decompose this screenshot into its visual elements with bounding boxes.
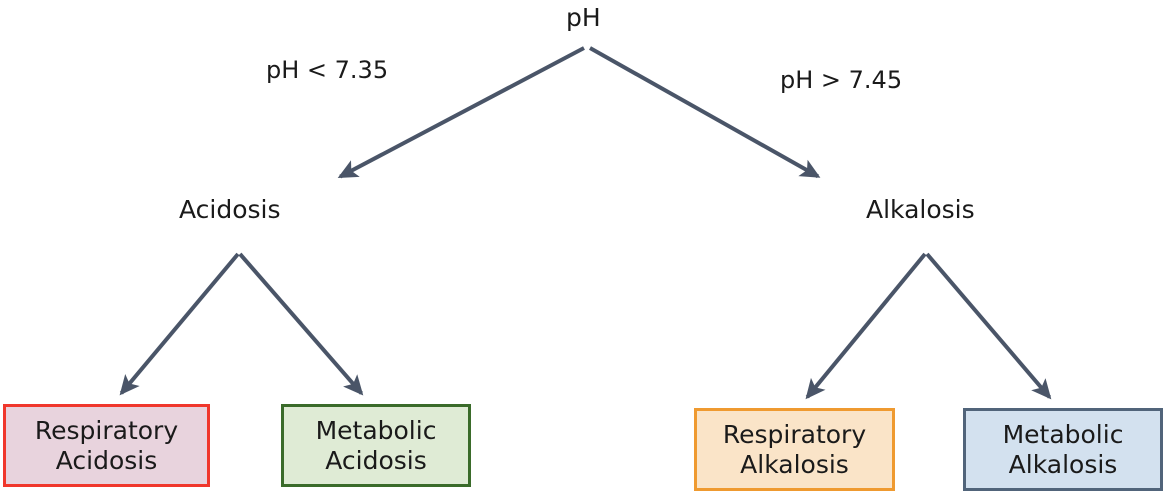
edge-acidosis-to-metab-acidosis [238, 252, 364, 396]
leaf-label-line1: Metabolic [315, 416, 437, 445]
leaf-metabolic-alkalosis: Metabolic Alkalosis [963, 408, 1163, 491]
leaf-label-line2: Acidosis [325, 445, 427, 475]
leaf-metabolic-acidosis: Metabolic Acidosis [281, 404, 471, 487]
leaf-label-line2: Alkalosis [740, 449, 849, 479]
edge-label-alkalosis-condition: pH > 7.45 [780, 66, 902, 94]
leaf-label-line2: Alkalosis [1008, 449, 1118, 479]
edge-label-text: pH < 7.35 [266, 56, 389, 84]
mid-node-label: Alkalosis [866, 195, 975, 224]
edge-alkalosis-to-resp-alkalosis [805, 252, 927, 400]
mid-node-acidosis: Acidosis [179, 195, 281, 225]
leaf-respiratory-alkalosis: Respiratory Alkalosis [694, 408, 895, 491]
leaf-label-line1: Metabolic [1002, 420, 1124, 449]
mid-node-label: Acidosis [179, 195, 281, 224]
edges-group [119, 46, 1052, 400]
edge-acidosis-to-resp-acidosis [119, 252, 240, 396]
edge-alkalosis-to-metab-alkalosis [925, 252, 1052, 400]
root-node-label: pH [566, 3, 601, 32]
mid-node-alkalosis: Alkalosis [866, 195, 975, 225]
root-node-ph: pH [566, 3, 601, 33]
leaf-label-line2: Acidosis [55, 445, 158, 475]
leaf-respiratory-acidosis: Respiratory Acidosis [3, 404, 210, 487]
leaf-label-line1: Respiratory [34, 416, 179, 445]
edge-label-acidosis-condition: pH < 7.35 [266, 56, 388, 84]
edge-ph-to-alkalosis [589, 46, 821, 179]
edge-ph-to-acidosis [337, 46, 585, 179]
edge-label-text: pH > 7.45 [780, 66, 903, 94]
leaf-label-line1: Respiratory [722, 420, 867, 449]
